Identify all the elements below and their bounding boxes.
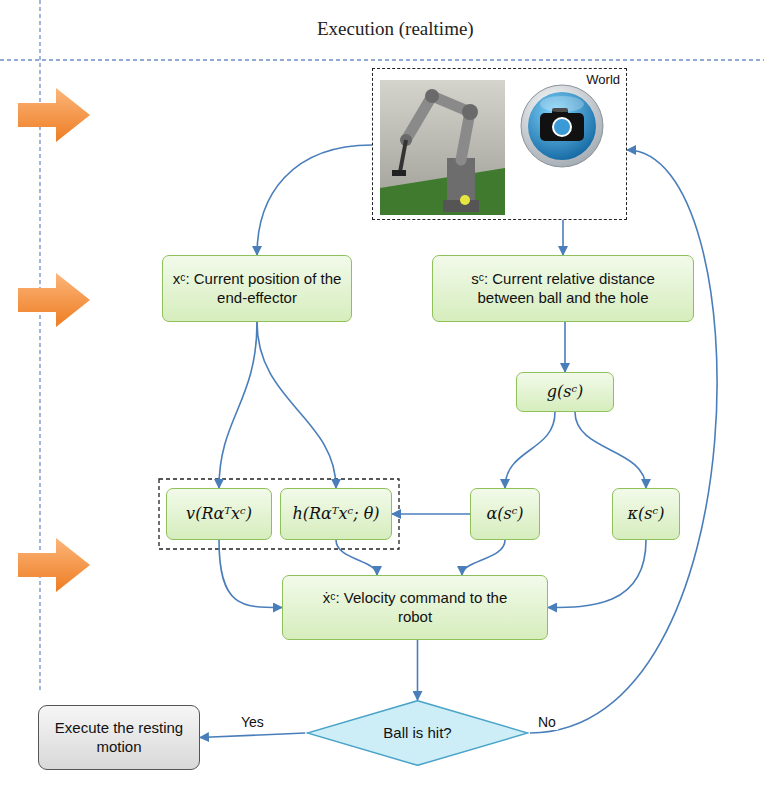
- connector-arrow: [530, 150, 717, 733]
- orange-arrow: [18, 88, 90, 592]
- connector-arrow: [219, 322, 257, 488]
- robot-photo: [380, 80, 505, 215]
- connector-arrow: [462, 540, 505, 575]
- connector-arrow: [257, 145, 372, 255]
- diamond-shape: [307, 701, 528, 766]
- node-text: xᶜ: Current position of the end-effector: [171, 270, 343, 308]
- terminal-box: Execute the resting motion: [38, 705, 200, 770]
- function-box: α(sᶜ): [470, 488, 540, 540]
- connector-arrow: [336, 540, 377, 575]
- node-text: World: [586, 72, 620, 88]
- node-text: g(sᶜ): [547, 382, 584, 402]
- diagram-title: Execution (realtime): [317, 18, 474, 40]
- process-box: ẋᶜ: Velocity command to the robot: [282, 575, 548, 640]
- node-text: Ball is hit?: [383, 724, 451, 743]
- process-box: sᶜ: Current relative distance between ba…: [432, 255, 694, 322]
- connector-arrow: [564, 322, 566, 372]
- world-frame: World: [372, 68, 627, 220]
- connector-arrow: [392, 513, 470, 515]
- node-text: h(Rαᵀxᶜ; θ): [292, 504, 379, 524]
- connector-arrow: [219, 540, 282, 608]
- function-box: h(Rαᵀxᶜ; θ): [280, 488, 392, 540]
- dashed-group-frame: [159, 479, 399, 549]
- function-box: v(Rαᵀxᶜ): [166, 488, 272, 540]
- connector-arrow: [548, 540, 646, 608]
- node-text: α(sᶜ): [486, 504, 523, 524]
- edge-label: Yes: [239, 714, 266, 730]
- connector-arrow: [505, 412, 555, 488]
- connector-arrow: [562, 220, 564, 255]
- dashed-divider: [0, 59, 764, 60]
- function-box: κ(sᶜ): [612, 488, 680, 540]
- node-text: κ(sᶜ): [628, 504, 665, 524]
- function-box: g(sᶜ): [516, 372, 614, 412]
- decision-diamond: Ball is hit?: [305, 700, 530, 766]
- connector-arrow: [257, 322, 336, 488]
- camera-icon: [521, 85, 603, 167]
- node-text: v(Rαᵀxᶜ): [186, 504, 252, 524]
- connector-arrow: [575, 412, 646, 488]
- connector-arrow: [417, 640, 419, 700]
- node-text: Execute the resting motion: [49, 719, 189, 757]
- edge-label: No: [536, 714, 558, 730]
- process-box: xᶜ: Current position of the end-effector: [162, 255, 352, 322]
- node-text: sᶜ: Current relative distance between ba…: [441, 270, 685, 308]
- connector-arrow: [200, 733, 305, 738]
- node-text: ẋᶜ: Velocity command to the robot: [309, 589, 521, 627]
